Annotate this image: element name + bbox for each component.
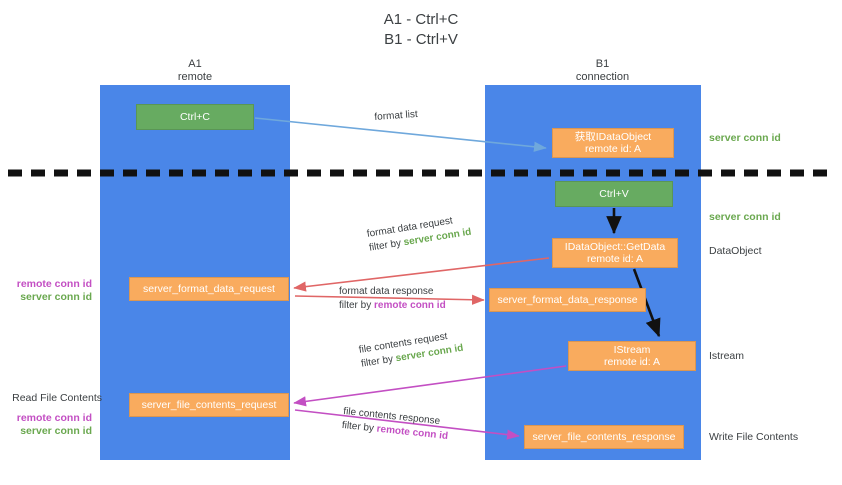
label-conn-ids-bottom: remote conn id server conn id <box>10 412 92 438</box>
box-server-file-contents-response-label: server_file_contents_response <box>532 430 676 443</box>
box-server-format-data-request[interactable]: server_format_data_request <box>129 277 289 301</box>
box-idataobject-getdata-line1: IDataObject::GetData <box>564 240 666 253</box>
label-read-file-contents: Read File Contents <box>12 392 102 404</box>
lane-header-a1: A1 remote <box>140 58 250 84</box>
box-ctrl-c[interactable]: Ctrl+C <box>136 104 254 130</box>
label-conn-ids-middle: remote conn id server conn id <box>10 278 92 304</box>
arrow-label-format-data-response: format data response filter by remote co… <box>339 285 446 313</box>
box-get-idataobject-line1: 获取IDataObject <box>574 130 652 143</box>
lane-a-name: A1 <box>188 58 202 70</box>
lane-b-name: B1 <box>595 58 610 70</box>
arrow-label-format-list-text: format list <box>374 108 419 123</box>
lane-b-role: connection <box>575 71 630 83</box>
arrow-label-format-data-response-line1: format data response <box>339 286 434 297</box>
arrow-label-format-data-response-prefix: filter by <box>339 300 375 311</box>
title-line-2: B1 - Ctrl+V <box>384 31 458 48</box>
label-remote-conn-id-bottom: remote conn id <box>16 412 92 424</box>
arrow-label-file-contents-response-prefix: filter by <box>341 419 378 435</box>
box-ctrl-v-label: Ctrl+V <box>599 187 629 200</box>
lane-header-b1: B1 connection <box>540 58 665 84</box>
box-server-format-data-response-label: server_format_data_response <box>497 293 638 306</box>
arrow-label-format-data-response-highlight: remote conn id <box>374 300 446 311</box>
arrow-label-file-contents-response: file contents response filter by remote … <box>341 405 450 444</box>
box-idataobject-getdata-line2: remote id: A <box>586 253 644 265</box>
arrow-label-format-list: format list <box>374 108 418 125</box>
box-istream-line1: IStream <box>613 343 651 356</box>
box-server-format-data-request-label: server_format_data_request <box>143 282 275 295</box>
box-istream-line2: remote id: A <box>603 356 661 368</box>
title-line-1: A1 - Ctrl+C <box>383 11 459 28</box>
box-get-idataobject-line2: remote id: A <box>584 143 642 155</box>
box-server-format-data-response[interactable]: server_format_data_response <box>489 288 646 312</box>
label-server-conn-id-middle: server conn id <box>20 291 92 303</box>
lane-a-role: remote <box>177 71 213 83</box>
label-server-conn-id-mid: server conn id <box>709 211 781 223</box>
arrow-label-file-contents-request: file contents request filter by server c… <box>358 328 464 372</box>
label-istream: Istream <box>709 350 745 362</box>
label-server-conn-id-bottom: server conn id <box>20 425 92 437</box>
box-server-file-contents-response[interactable]: server_file_contents_response <box>524 425 684 449</box>
page-title: A1 - Ctrl+C B1 - Ctrl+V <box>0 10 842 50</box>
arrow-label-format-data-request: format data request filter by server con… <box>366 212 472 256</box>
box-idataobject-getdata[interactable]: IDataObject::GetData remote id: A <box>552 238 678 268</box>
box-ctrl-v[interactable]: Ctrl+V <box>555 181 673 207</box>
box-get-idataobject[interactable]: 获取IDataObject remote id: A <box>552 128 674 158</box>
box-server-file-contents-request-label: server_file_contents_request <box>141 398 277 411</box>
box-istream[interactable]: IStream remote id: A <box>568 341 696 371</box>
box-server-file-contents-request[interactable]: server_file_contents_request <box>129 393 289 417</box>
label-server-conn-id-top: server conn id <box>709 132 781 144</box>
label-write-file-contents: Write File Contents <box>709 431 799 443</box>
label-remote-conn-id-middle: remote conn id <box>16 278 92 290</box>
label-dataobject: DataObject <box>709 245 762 257</box>
box-ctrl-c-label: Ctrl+C <box>179 110 211 123</box>
